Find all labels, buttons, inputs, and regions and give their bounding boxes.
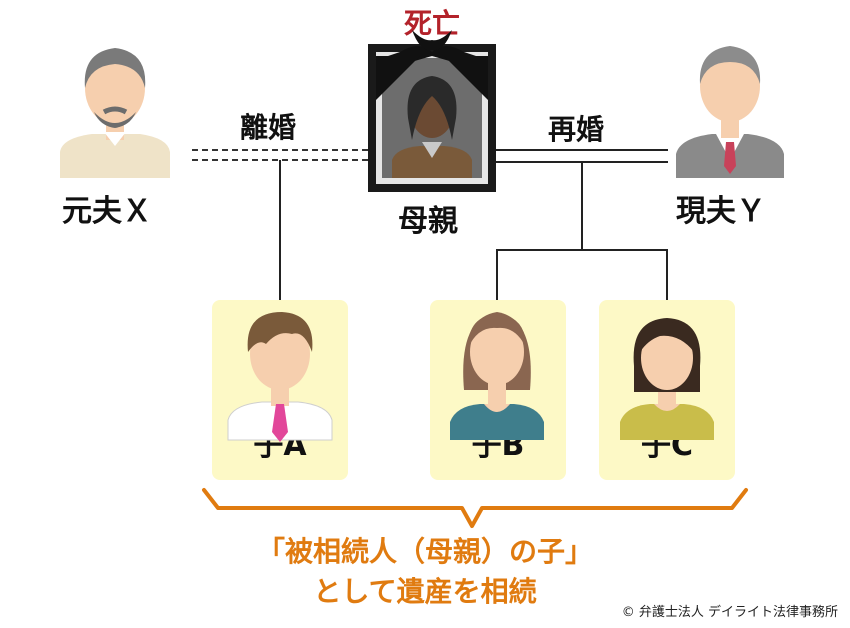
girl-long-hair-avatar-icon: [450, 312, 544, 440]
children-brace: [202, 488, 748, 528]
girl-bob-hair-avatar-icon: [620, 318, 714, 440]
memorial-portrait-icon: [368, 30, 496, 192]
divorce-label: 離婚: [240, 111, 297, 144]
copyright-notice: © 弁護士法人 デイライト法律事務所: [621, 605, 838, 620]
boy-avatar-icon: [227, 312, 333, 442]
mother-label: 母親: [398, 204, 458, 239]
older-man-suit-avatar-icon: [676, 46, 784, 178]
death-label: 死亡: [404, 7, 461, 40]
children-bc-connector: [496, 162, 668, 300]
ex-husband-label: 元夫Ｘ: [62, 194, 152, 229]
caption-line-2: として遺産を相続: [313, 575, 537, 608]
man-beard-avatar-icon: [60, 48, 170, 178]
current-husband-label: 現夫Ｙ: [676, 194, 766, 229]
remarriage-connector: [496, 149, 668, 163]
caption-line-1: 「被相続人（母親）の子」: [256, 535, 593, 568]
divorce-connector: [192, 149, 368, 161]
remarriage-label: 再婚: [548, 113, 605, 146]
